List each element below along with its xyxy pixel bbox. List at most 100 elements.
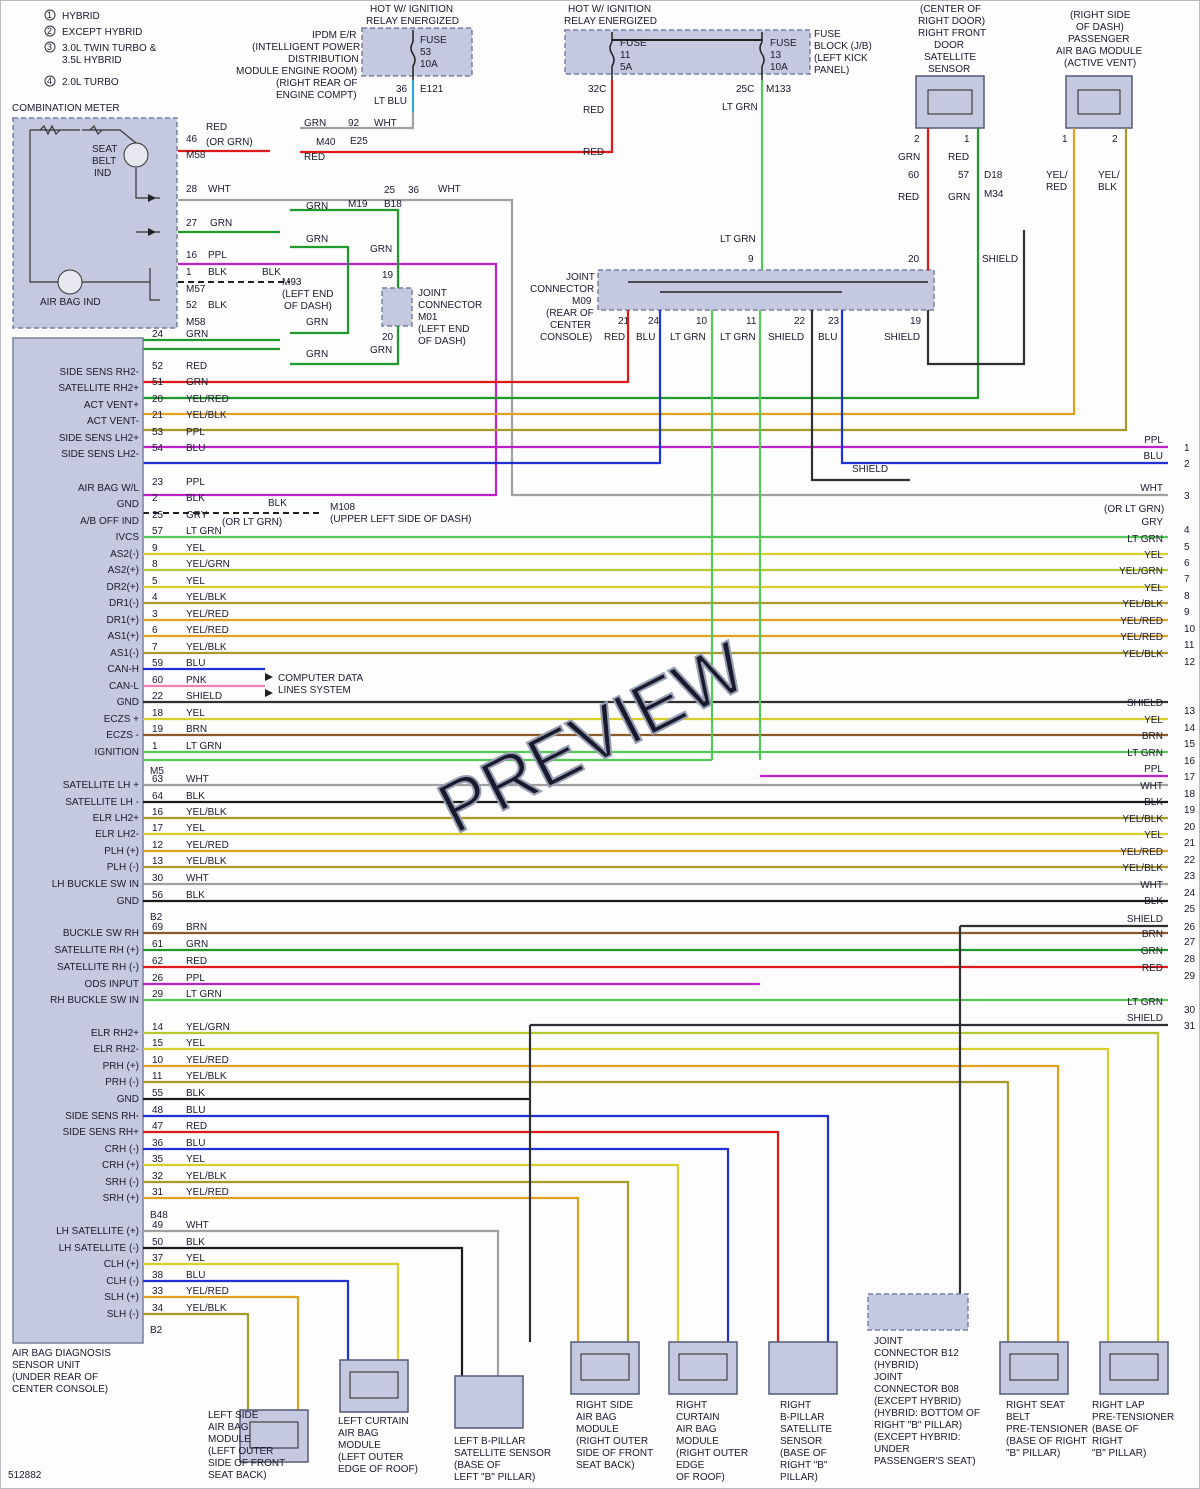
pin-wire-color: BLK [186, 493, 205, 504]
pin-wire-color: BLK [186, 791, 205, 802]
component-label: (EXCEPT HYBRID: [874, 1432, 961, 1443]
component-label: AIR BAG [338, 1428, 379, 1439]
m09-pin: 10 [696, 316, 708, 327]
wire-label-yelred: RED [1046, 182, 1067, 193]
wire-label-ltgrn: LT GRN [720, 234, 756, 245]
legend-badge-3 [44, 41, 56, 53]
component-label: RIGHT LAP [1092, 1400, 1145, 1411]
pin-number: 35 [152, 1154, 164, 1165]
wire-label-grn: GRN [948, 192, 970, 203]
m01-label-4: (LEFT END [418, 324, 470, 335]
component-label: PRE-TENSIONER [1006, 1424, 1088, 1435]
circuit-color: RED [1142, 963, 1163, 974]
wire-label-red: RED [898, 192, 919, 203]
pin-function-label: A/B OFF IND [80, 516, 139, 527]
pin-number: 54 [152, 443, 164, 454]
seatbelt-label-3: IND [94, 168, 111, 179]
m09-wire-label: RED [604, 332, 625, 343]
component-label: SIDE OF FRONT [576, 1448, 653, 1459]
pin-wire-color: GRN [186, 329, 208, 340]
wire-label-red: RED [583, 147, 604, 158]
circuit-number: 2 [1184, 459, 1190, 470]
pin-wire-color: PPL [186, 477, 205, 488]
wire-label-red: RED [948, 152, 969, 163]
pin-wire-color: YEL/RED [186, 625, 229, 636]
pin-function-label: PLH (+) [104, 846, 139, 857]
pin-wire-color: YEL/BLK [186, 410, 227, 421]
circuit-number: 11 [1184, 640, 1195, 651]
pin-wire-color: BLU [186, 443, 205, 454]
wire-label-shield: SHIELD [852, 464, 888, 475]
pin-wire-color: WHT [186, 774, 209, 785]
pin-wire-color: BLK [186, 1088, 205, 1099]
wire-label-red: RED [583, 105, 604, 116]
m09-wire-label: SHIELD [768, 332, 804, 343]
pin-number: 21 [152, 410, 164, 421]
pin-number: 29 [152, 989, 164, 1000]
circuit-number: 16 [1184, 756, 1196, 767]
pin-number: 30 [152, 873, 164, 884]
pin-function-label: CRH (-) [105, 1144, 139, 1155]
m09-label-1: JOINT [566, 272, 595, 283]
connector-m19: M19 [348, 199, 368, 210]
circuit-number: 27 [1184, 937, 1196, 948]
pin-number: 51 [152, 377, 164, 388]
connector-p28: 28 [186, 184, 198, 195]
wire-13 [143, 128, 980, 400]
hot-ignition-label-2: HOT W/ IGNITION [568, 4, 651, 15]
legend-number-1: 1 [47, 10, 52, 20]
wire-1 [300, 80, 614, 154]
pin-wire-color: YEL/BLK [186, 642, 227, 653]
airbag-lamp-icon [57, 269, 83, 295]
component-label: (LEFT OUTER [208, 1446, 273, 1457]
legend-text: 2.0L TURBO [62, 77, 119, 88]
circuit-color: GRN [1141, 946, 1163, 957]
wire-label-ppl: PPL [208, 250, 227, 261]
pin-function-label: LH SATELLITE (-) [59, 1243, 139, 1254]
pin-wire-color: BLU [186, 1105, 205, 1116]
pin-wire-color: BRN [186, 922, 207, 933]
pin-number: 23 [152, 477, 164, 488]
circuit-number: 1 [1184, 443, 1190, 454]
pin-number: 9 [152, 543, 158, 554]
relay-energized-label-2: RELAY ENERGIZED [564, 16, 657, 27]
component-label: PRE-TENSIONER [1092, 1412, 1174, 1423]
passenger-airbag-module: (RIGHT SIDE OF DASH) PASSENGER AIR BAG M… [1056, 10, 1142, 145]
circuit-color: PPL [1144, 435, 1163, 446]
pin-number: 34 [152, 1303, 164, 1314]
pin-function-label: ACT VENT- [87, 416, 139, 427]
m09-pin: 24 [648, 316, 660, 327]
pin-wire-color: GRN [186, 939, 208, 950]
pin-wire-color: YEL/BLK [186, 1171, 227, 1182]
pin-number: 64 [152, 791, 164, 802]
misc-labels: M108 (UPPER LEFT SIDE OF DASH) M93 (LEFT… [8, 277, 472, 1481]
ipdm-label-1: IPDM E/R [312, 30, 356, 41]
component-body [768, 1341, 838, 1395]
m09-pin: 11 [746, 316, 757, 327]
m09-wire-label: LT GRN [670, 332, 706, 343]
pin-wire-color: GRN [186, 377, 208, 388]
pin-function-label: PLH (-) [107, 862, 139, 873]
m09-label-5: CENTER [550, 320, 591, 331]
wire-label-ltgrn: LT GRN [722, 102, 758, 113]
m93-location-1: (LEFT END [282, 289, 334, 300]
pin-wire-color: RED [186, 956, 207, 967]
wire-label-red: RED [304, 152, 325, 163]
circuit-color: YEL [1144, 715, 1163, 726]
pin-wire-color: YEL/BLK [186, 1071, 227, 1082]
connector-b18: B18 [384, 199, 402, 210]
m93-label: M93 [282, 277, 302, 288]
component-label: JOINT [874, 1336, 903, 1347]
m09-pin-20: 20 [908, 254, 920, 265]
